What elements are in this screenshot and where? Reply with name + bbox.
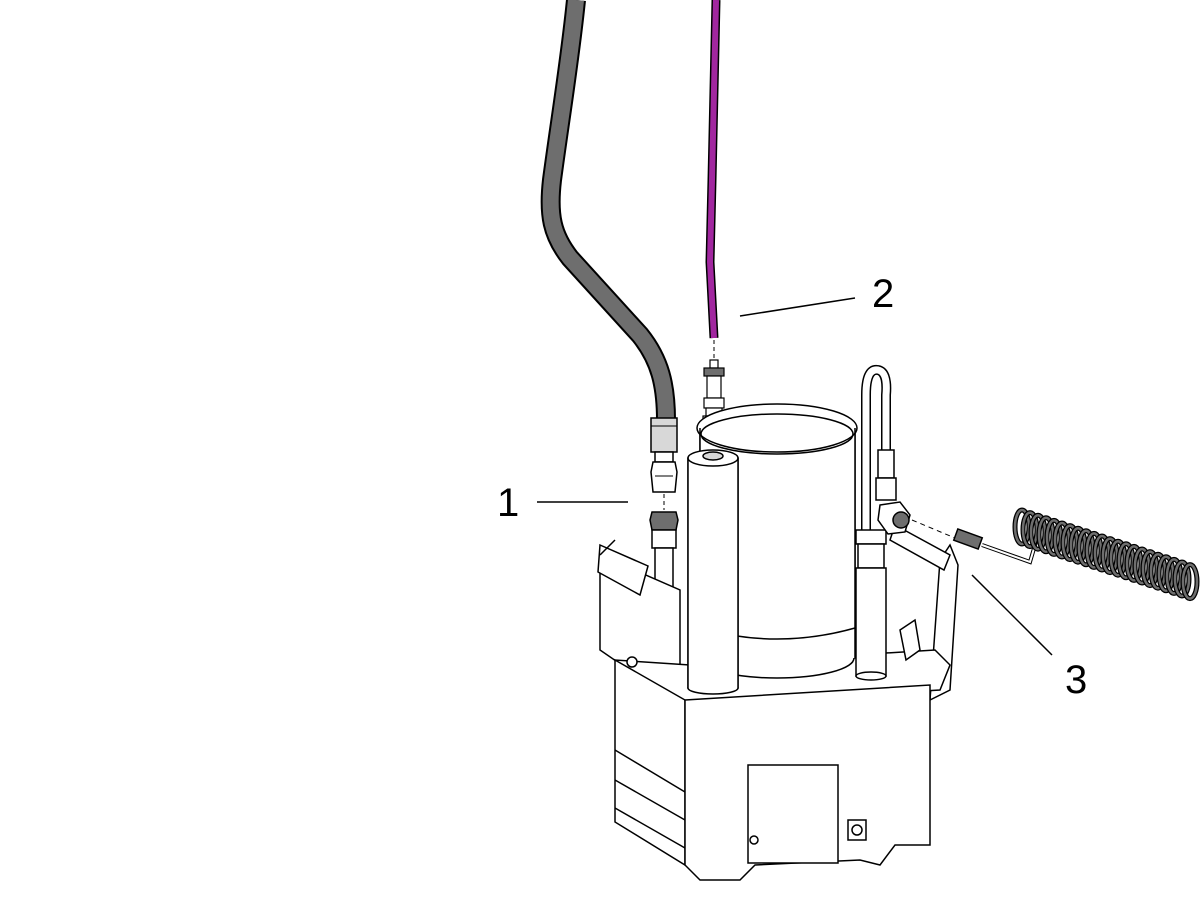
grey-hose <box>540 0 676 421</box>
filter-assembly <box>855 364 897 681</box>
leader-line-2 <box>739 297 856 317</box>
coil-loop <box>1181 563 1199 600</box>
alignment-dash-3 <box>911 519 956 539</box>
lower-cabinet <box>614 658 931 881</box>
air-inlet-elbow <box>877 501 911 535</box>
hose-ferrule <box>650 417 678 493</box>
callout-3: 3 <box>1065 658 1088 702</box>
callout-2: 2 <box>872 272 895 316</box>
callout-1: 1 <box>497 481 520 525</box>
coil-loop <box>1173 560 1191 598</box>
leader-line-3 <box>971 574 1053 656</box>
accumulator-cylinder <box>687 449 739 695</box>
purple-tube <box>705 0 721 339</box>
coil-loops <box>1012 507 1200 602</box>
